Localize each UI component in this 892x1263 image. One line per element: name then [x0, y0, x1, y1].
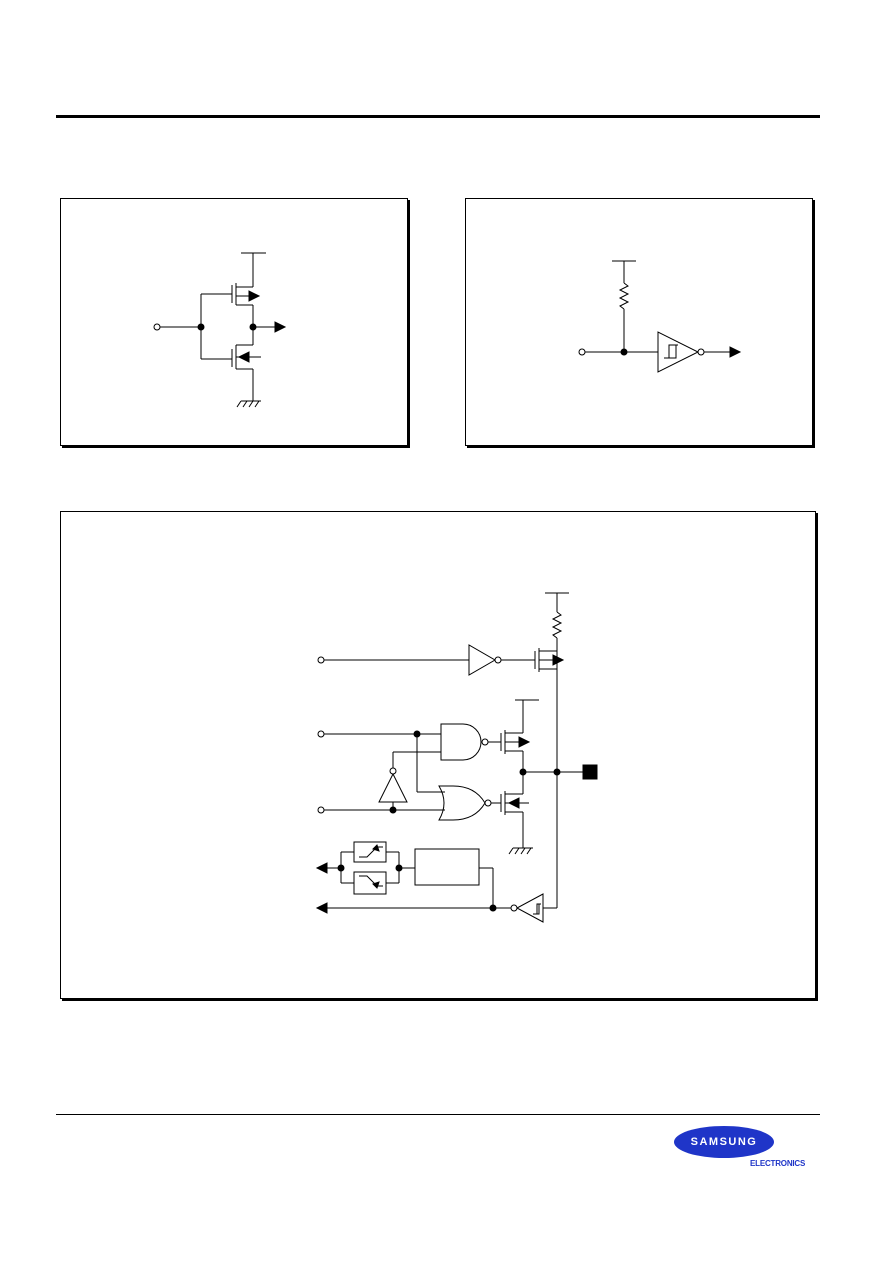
pullup-inverter-bubble: [494, 656, 502, 664]
nmos-body-arrow: [237, 351, 250, 363]
hysteresis-symbol: [664, 344, 678, 359]
pullup-pmos-arrow: [552, 654, 565, 666]
output-arrow: [274, 321, 287, 333]
output-arrow: [729, 346, 742, 358]
driver-nmos-arrow: [507, 797, 520, 809]
logo-brand: SAMSUNG: [674, 1126, 774, 1158]
schmitt-input-schematic: [578, 260, 742, 373]
io-port-diagram: [60, 511, 816, 999]
pullup-enable-terminal: [317, 656, 325, 664]
pmos-body-arrow: [248, 290, 261, 302]
falling-edge-detector: [353, 871, 387, 895]
nor-bubble: [484, 799, 492, 807]
enable-terminal: [317, 806, 325, 814]
schmitt-input-diagram: [465, 198, 813, 446]
driver-pmos-arrow: [518, 736, 531, 748]
ground-hatch: [236, 400, 242, 408]
input-junction: [489, 904, 497, 912]
pullup-resistor: [551, 611, 563, 639]
logo-division: ELECTRONICS: [750, 1159, 806, 1168]
data-input-arrow: [315, 902, 328, 914]
input-terminal: [578, 348, 586, 356]
data-terminal: [317, 730, 325, 738]
enable-inverter-bubble: [389, 767, 397, 775]
inverting-bubble: [697, 348, 705, 356]
input-terminal: [153, 323, 161, 331]
input-junction: [620, 348, 628, 356]
schmitt-buffer: [657, 331, 700, 373]
io-pad: [582, 764, 598, 780]
noise-filter-block: [414, 848, 480, 886]
io-port-schematic: [315, 592, 598, 923]
interrupt-arrow: [315, 862, 328, 874]
nand-bubble: [481, 738, 489, 746]
cmos-inverter-diagram: [60, 198, 408, 446]
nor-gate: [438, 785, 486, 821]
cmos-inverter-schematic: [153, 252, 287, 408]
pullup-resistor: [618, 282, 630, 310]
samsung-logo: SAMSUNG ELECTRONICS: [672, 1124, 817, 1172]
enable-inverter: [378, 772, 408, 803]
header-rule: [56, 115, 820, 118]
rising-edge-detector: [353, 841, 387, 863]
footer-rule: [56, 1114, 820, 1115]
input-buffer-bubble: [510, 904, 518, 912]
gate-junction: [197, 323, 205, 331]
nand-gate: [440, 723, 482, 761]
pullup-inverter: [468, 644, 497, 676]
